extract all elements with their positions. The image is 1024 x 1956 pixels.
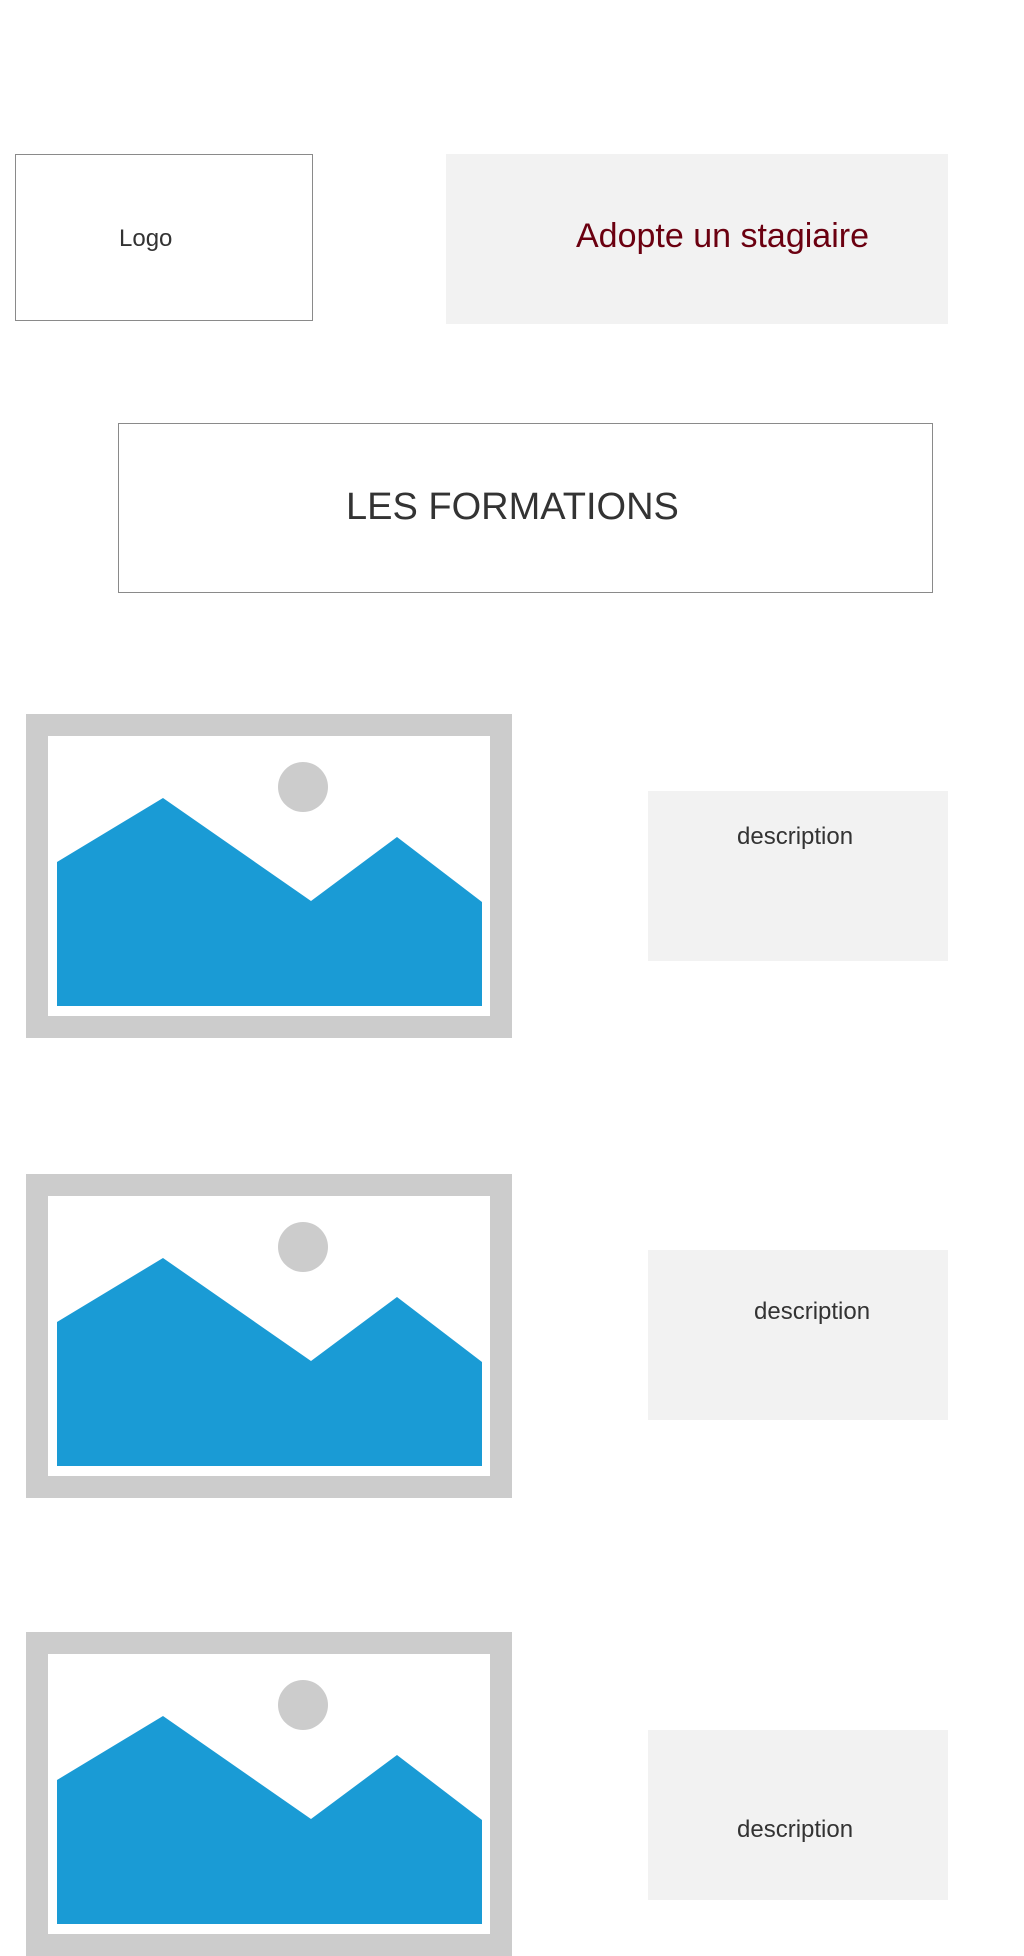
formation-image[interactable]: [26, 714, 512, 1038]
image-placeholder-icon: [26, 714, 512, 1038]
formation-description: description: [737, 1816, 854, 1843]
formation-image[interactable]: [26, 1174, 512, 1498]
formation-description: description: [754, 1298, 871, 1325]
formation-description-panel: description: [648, 1730, 948, 1900]
logo-label: Logo: [119, 225, 173, 252]
site-title-panel: Adopte un stagiaire: [446, 154, 948, 324]
formation-description: description: [737, 823, 854, 850]
image-placeholder-icon: [26, 1632, 512, 1956]
formation-image[interactable]: [26, 1632, 512, 1956]
logo-placeholder[interactable]: Logo: [15, 154, 313, 321]
formation-description-panel: description: [648, 1250, 948, 1420]
formation-description-panel: description: [648, 791, 948, 961]
image-placeholder-icon: [26, 1174, 512, 1498]
site-title: Adopte un stagiaire: [576, 217, 869, 255]
section-title: LES FORMATIONS: [346, 486, 679, 528]
section-title-panel: LES FORMATIONS: [118, 423, 933, 593]
